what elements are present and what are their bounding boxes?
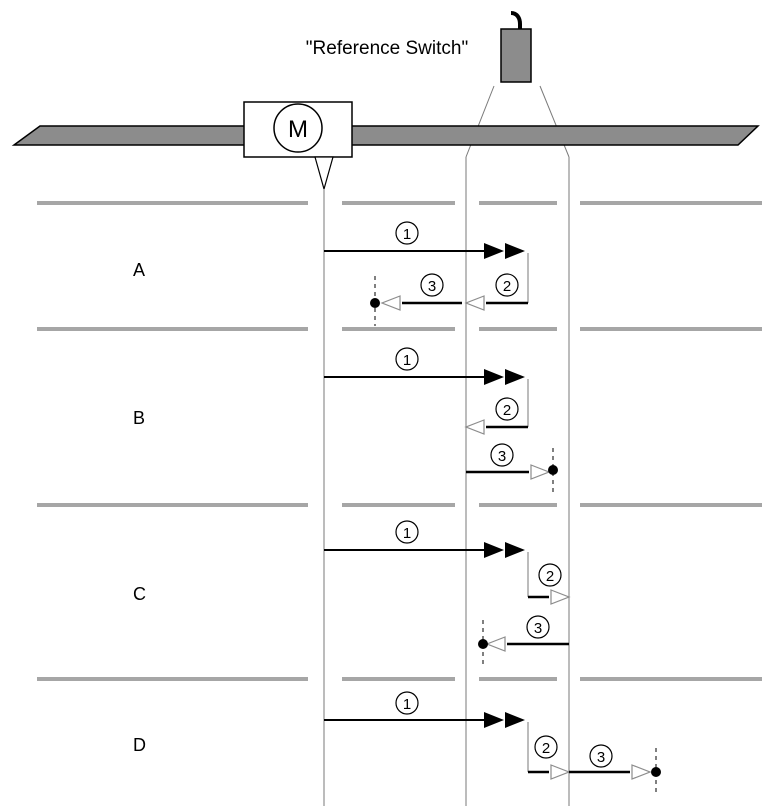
c-end-point [478, 639, 488, 649]
d-step2-circle [534, 735, 558, 759]
c-step3-circle [526, 615, 550, 639]
a-step1-number: 1 [403, 226, 411, 243]
b-step2-circle [495, 397, 519, 421]
scenario-c: 1 2 3 [324, 520, 571, 668]
scenario-label-b: B [133, 408, 145, 428]
d-step3-number: 3 [597, 749, 605, 766]
c-step1-double-arrow [484, 542, 525, 558]
sensor-cable [510, 11, 522, 30]
motor-carriage: M [243, 101, 353, 192]
b-step2-arrow [464, 419, 485, 435]
d-step3-arrow [631, 764, 652, 780]
c-step2-number: 2 [546, 568, 554, 585]
a-step2-arrow [464, 295, 485, 311]
a-step2-circle [495, 273, 519, 297]
a-end-point [370, 298, 380, 308]
d-end-point [651, 767, 661, 777]
d-step3-circle [589, 744, 613, 768]
b-step3-number: 3 [498, 448, 506, 465]
c-step2-arrow [550, 589, 571, 605]
d-step2-arrow [550, 764, 571, 780]
a-step1-circle [395, 221, 419, 245]
a-step3-circle [420, 273, 444, 297]
c-step3-number: 3 [534, 620, 542, 637]
b-end-point [548, 465, 558, 475]
scenario-b: 1 2 3 [324, 347, 558, 496]
sensor-body [500, 28, 532, 83]
motor-label: M [288, 116, 308, 143]
separators [37, 201, 762, 681]
c-step1-circle [395, 520, 419, 544]
d-step1-double-arrow [484, 712, 525, 728]
sensing-cone [465, 85, 570, 158]
d-step2-number: 2 [542, 740, 550, 757]
guide-lines [323, 157, 570, 806]
axis-rail [11, 125, 760, 146]
a-step1-double-arrow [484, 243, 525, 259]
c-step2-circle [538, 563, 562, 587]
motor-icon [273, 103, 323, 153]
d-step1-circle [395, 691, 419, 715]
b-step1-number: 1 [403, 352, 411, 369]
c-step3-arrow [485, 636, 506, 652]
scenario-a: 1 2 3 [324, 221, 529, 326]
scenario-d: 1 2 3 [324, 691, 661, 796]
b-step3-arrow [530, 464, 551, 480]
d-step1-number: 1 [403, 696, 411, 713]
a-step3-number: 3 [428, 278, 436, 295]
a-step3-arrow [380, 295, 401, 311]
scenario-label-d: D [133, 735, 146, 755]
c-step1-number: 1 [403, 525, 411, 542]
carriage-pointer [314, 156, 334, 192]
a-step2-number: 2 [503, 278, 511, 295]
reference-switch-label: "Reference Switch" [306, 38, 468, 59]
scenario-label-a: A [133, 260, 145, 280]
b-step1-circle [395, 347, 419, 371]
reference-switch-sensor [500, 11, 532, 83]
b-step3-circle [490, 443, 514, 467]
scenario-label-c: C [133, 584, 146, 604]
b-step1-double-arrow [484, 369, 525, 385]
b-step2-number: 2 [503, 402, 511, 419]
